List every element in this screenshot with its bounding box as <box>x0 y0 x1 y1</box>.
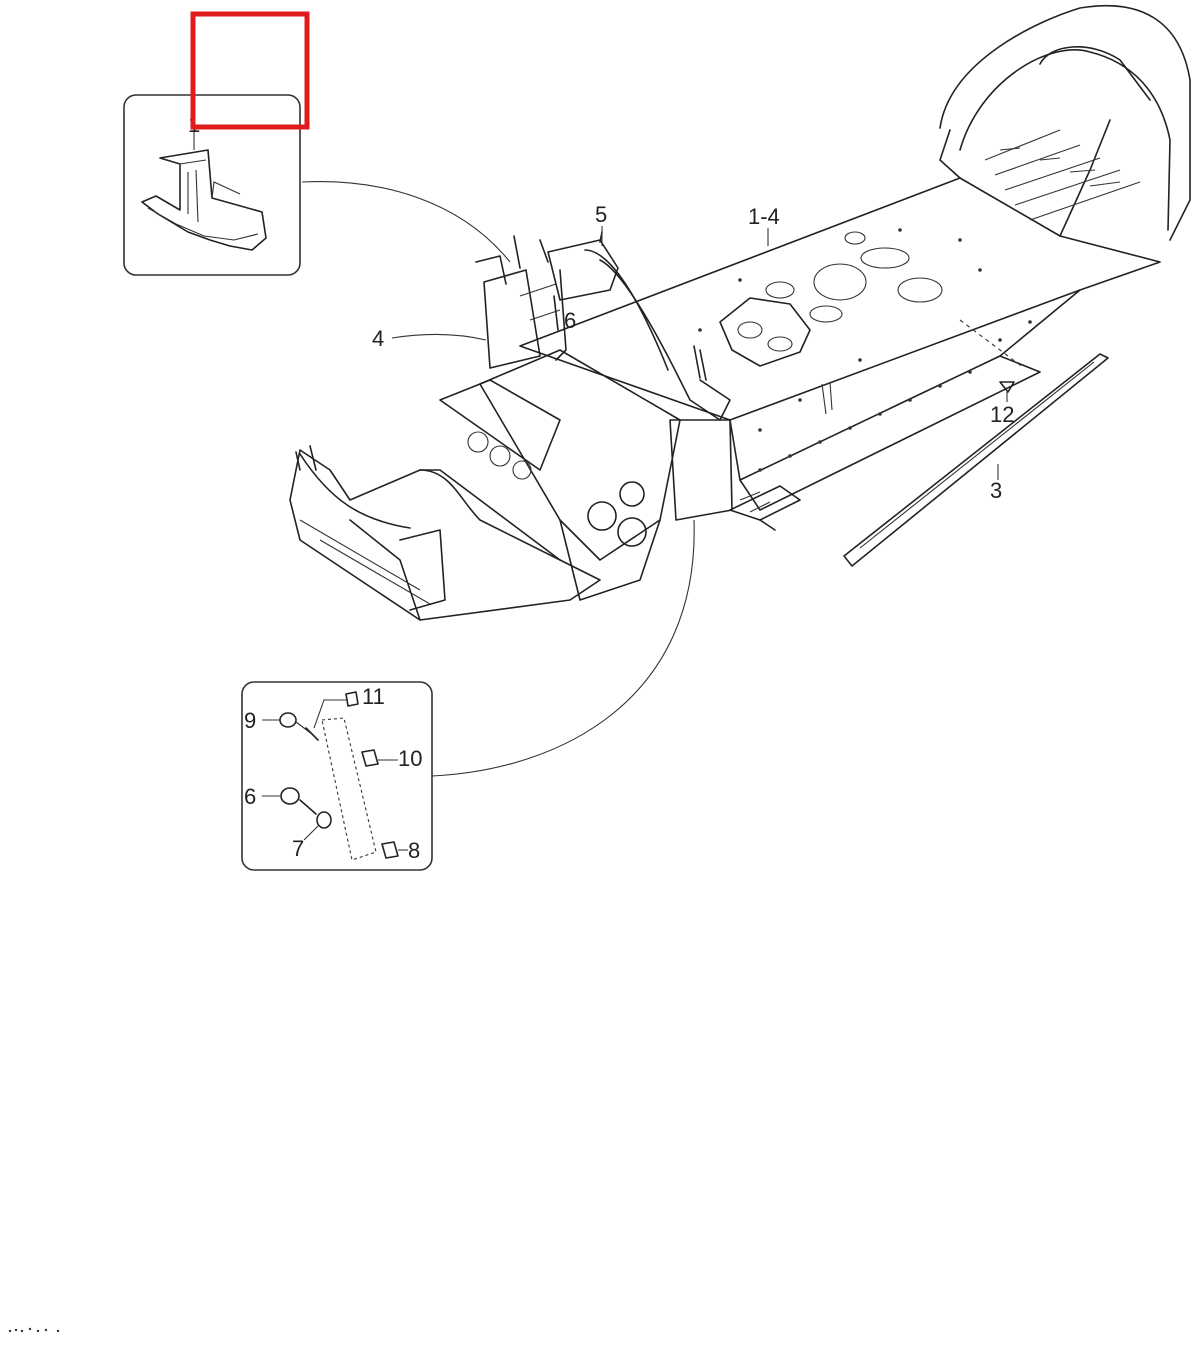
callout-10: 10 <box>398 746 422 771</box>
screw-part-12 <box>959 319 1025 402</box>
callout-7: 7 <box>292 836 304 861</box>
leader-inset-1 <box>301 181 511 263</box>
callout-12: 12 <box>990 402 1014 427</box>
callout-6-inset: 6 <box>244 784 256 809</box>
callout-9: 9 <box>244 708 256 733</box>
inset-fasteners: 11 9 10 6 7 8 <box>241 681 433 871</box>
chassis-frame <box>289 4 1191 621</box>
callout-1-4: 1-4 <box>748 204 780 229</box>
callout-4: 4 <box>372 326 384 351</box>
inset-part-1: 1 <box>123 94 301 276</box>
callout-5: 5 <box>595 202 607 227</box>
leader-inset-2 <box>431 519 695 777</box>
callout-3: 3 <box>990 478 1002 503</box>
rivet-pattern <box>698 228 1032 472</box>
footer-marks <box>8 1327 60 1333</box>
running-board-part-3 <box>843 353 1109 567</box>
highlight-box <box>190 11 310 130</box>
callout-6-main: 6 <box>564 308 576 333</box>
callout-labels: 1-4 5 6 4 12 3 <box>372 202 1014 503</box>
callout-11: 11 <box>362 684 385 709</box>
callout-8: 8 <box>408 838 420 863</box>
